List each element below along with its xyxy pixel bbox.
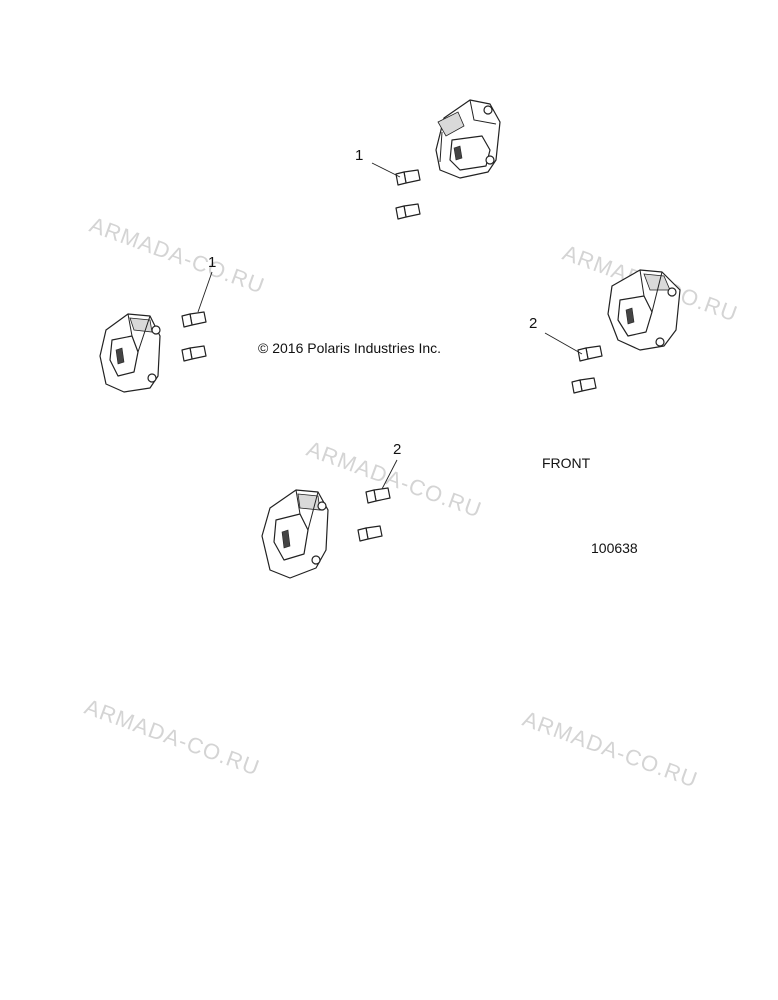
leader-callout-2-right [544,332,583,355]
bolt-top-2 [395,203,421,220]
bolt-right-2 [571,377,597,394]
bolt-top-1 [395,169,421,186]
leader-callout-1-top [371,162,401,178]
bolt-right-1 [577,345,603,362]
leader-callout-2-bottom [381,459,398,490]
callout-1-top: 1 [355,147,364,164]
bolt-bottom-1 [365,487,391,504]
caliper-left [99,313,161,393]
caliper-bottom [261,489,329,579]
callout-2-right: 2 [529,315,538,332]
diagram-number: 100638 [591,540,638,556]
copyright-text: © 2016 Polaris Industries Inc. [258,340,442,356]
front-label: FRONT [542,455,591,471]
leader-callout-1-left [197,271,213,313]
caliper-right [607,269,681,351]
caliper-top [435,99,501,179]
bolt-left-2 [181,345,207,362]
callout-1-left: 1 [208,254,217,271]
bolt-left-1 [181,311,207,328]
bolt-bottom-2 [357,525,383,542]
callout-2-bottom: 2 [393,441,402,458]
